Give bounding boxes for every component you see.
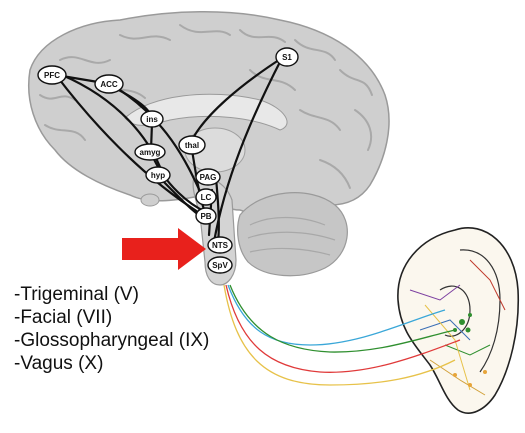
nerve-item-vagus: -Vagus (X) bbox=[14, 352, 224, 375]
node-label-thal: thal bbox=[185, 141, 199, 150]
node-label-pb: PB bbox=[200, 212, 211, 221]
nerve-item-glossopharyngeal: -Glossopharyngeal (IX) bbox=[14, 329, 224, 352]
node-lc: LC bbox=[196, 189, 216, 205]
node-spv: SpV bbox=[208, 257, 232, 273]
node-amyg: amyg bbox=[135, 144, 165, 160]
node-s1: S1 bbox=[276, 48, 298, 66]
node-label-ins: ins bbox=[146, 115, 158, 124]
node-label-nts: NTS bbox=[212, 241, 229, 250]
node-pfc: PFC bbox=[38, 66, 66, 84]
node-label-s1: S1 bbox=[282, 53, 292, 62]
node-label-pag: PAG bbox=[200, 173, 217, 182]
node-label-spv: SpV bbox=[212, 261, 228, 270]
node-label-hyp: hyp bbox=[151, 171, 165, 180]
node-acc: ACC bbox=[95, 75, 123, 93]
node-pag: PAG bbox=[196, 169, 220, 185]
node-label-pfc: PFC bbox=[44, 71, 60, 80]
node-ins: ins bbox=[141, 111, 163, 127]
nerve-item-facial: -Facial (VII) bbox=[14, 306, 224, 329]
node-pb: PB bbox=[196, 208, 216, 224]
nerve-item-trigeminal: -Trigeminal (V) bbox=[14, 283, 224, 306]
node-nts: NTS bbox=[208, 237, 232, 253]
red-arrow-icon bbox=[122, 228, 206, 270]
node-label-amyg: amyg bbox=[140, 148, 161, 157]
node-label-acc: ACC bbox=[100, 80, 118, 89]
cranial-nerve-list: -Trigeminal (V) -Facial (VII) -Glossopha… bbox=[14, 283, 224, 375]
node-label-lc: LC bbox=[201, 193, 212, 202]
node-hyp: hyp bbox=[146, 167, 170, 183]
node-thal: thal bbox=[179, 136, 205, 154]
ear-illustration bbox=[398, 228, 518, 413]
